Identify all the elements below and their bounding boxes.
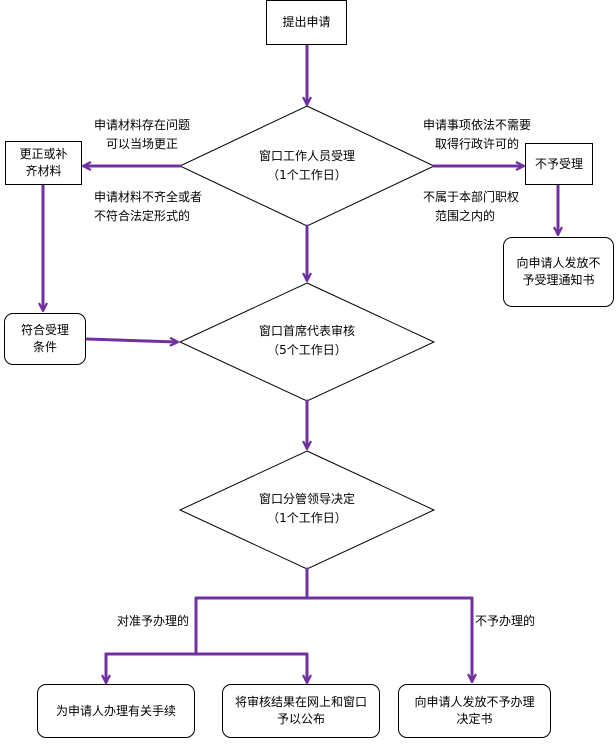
label-incomplete-line2: 不符合法定形式的 (94, 209, 191, 223)
decision-title: 窗口分管领导决定 (258, 492, 355, 506)
label-fix-on-site-line2: 可以当场更正 (106, 137, 179, 151)
reception-text: 窗口工作人员受理 （1个工作日） (232, 147, 382, 185)
correction-line2: 齐材料 (25, 164, 62, 178)
label-fix-on-site-line1: 申请材料存在问题 (94, 118, 191, 132)
correction-line1: 更正或补 (19, 147, 68, 161)
label-deny: 不予办理的 (475, 612, 535, 631)
label-no-permit-needed: 申请事项依法不需要 取得行政许可的 (423, 116, 531, 154)
review-text: 窗口首席代表审核 （5个工作日） (232, 322, 382, 360)
reject-notice-line1: 向申请人发放不 (516, 256, 601, 270)
handle-node: 为申请人办理有关手续 (37, 684, 195, 738)
handle-label: 为申请人办理有关手续 (55, 703, 176, 718)
label-incomplete-line1: 申请材料不齐全或者 (94, 190, 203, 204)
label-approve: 对准予办理的 (117, 612, 189, 631)
label-deny-text: 不予办理的 (475, 614, 536, 628)
review-duration: （5个工作日） (267, 343, 347, 357)
reception-duration: （1个工作日） (267, 168, 347, 182)
deny-notice-line1: 向申请人发放不予办理 (414, 695, 535, 709)
publish-line2: 予以公布 (276, 712, 325, 726)
label-out-of-scope-line2: 范围之内的 (435, 209, 496, 223)
correction-node: 更正或补 齐材料 (5, 141, 82, 185)
start-node: 提出申请 (266, 0, 347, 45)
label-out-of-scope: 不属于本部门职权 范围之内的 (423, 188, 519, 226)
deny-notice-node: 向申请人发放不予办理 决定书 (398, 684, 551, 738)
deny-notice-line2: 决定书 (456, 712, 493, 726)
start-label: 提出申请 (282, 15, 331, 29)
reject-notice-line2: 予受理通知书 (522, 273, 595, 287)
decision-duration: （1个工作日） (267, 511, 347, 525)
label-no-permit-needed-line1: 申请事项依法不需要 (423, 118, 532, 132)
eligible-node: 符合受理 条件 (4, 313, 86, 365)
label-out-of-scope-line1: 不属于本部门职权 (423, 190, 520, 204)
reject-label: 不予受理 (534, 156, 583, 171)
label-incomplete: 申请材料不齐全或者 不符合法定形式的 (94, 188, 202, 226)
eligible-line1: 符合受理 (20, 323, 69, 337)
eligible-line2: 条件 (32, 340, 57, 354)
label-fix-on-site: 申请材料存在问题 可以当场更正 (94, 116, 190, 154)
publish-node: 将审核结果在网上和窗口 予以公布 (222, 684, 380, 738)
review-title: 窗口首席代表审核 (258, 324, 355, 338)
label-no-permit-needed-line2: 取得行政许可的 (435, 137, 520, 151)
reject-node: 不予受理 (525, 143, 593, 185)
publish-line1: 将审核结果在网上和窗口 (234, 695, 367, 709)
reception-title: 窗口工作人员受理 (258, 149, 355, 163)
reject-notice-node: 向申请人发放不 予受理通知书 (503, 237, 614, 307)
arrow-eligible-to-review (85, 339, 177, 342)
decision-text: 窗口分管领导决定 （1个工作日） (232, 490, 382, 528)
label-approve-text: 对准予办理的 (117, 614, 190, 628)
